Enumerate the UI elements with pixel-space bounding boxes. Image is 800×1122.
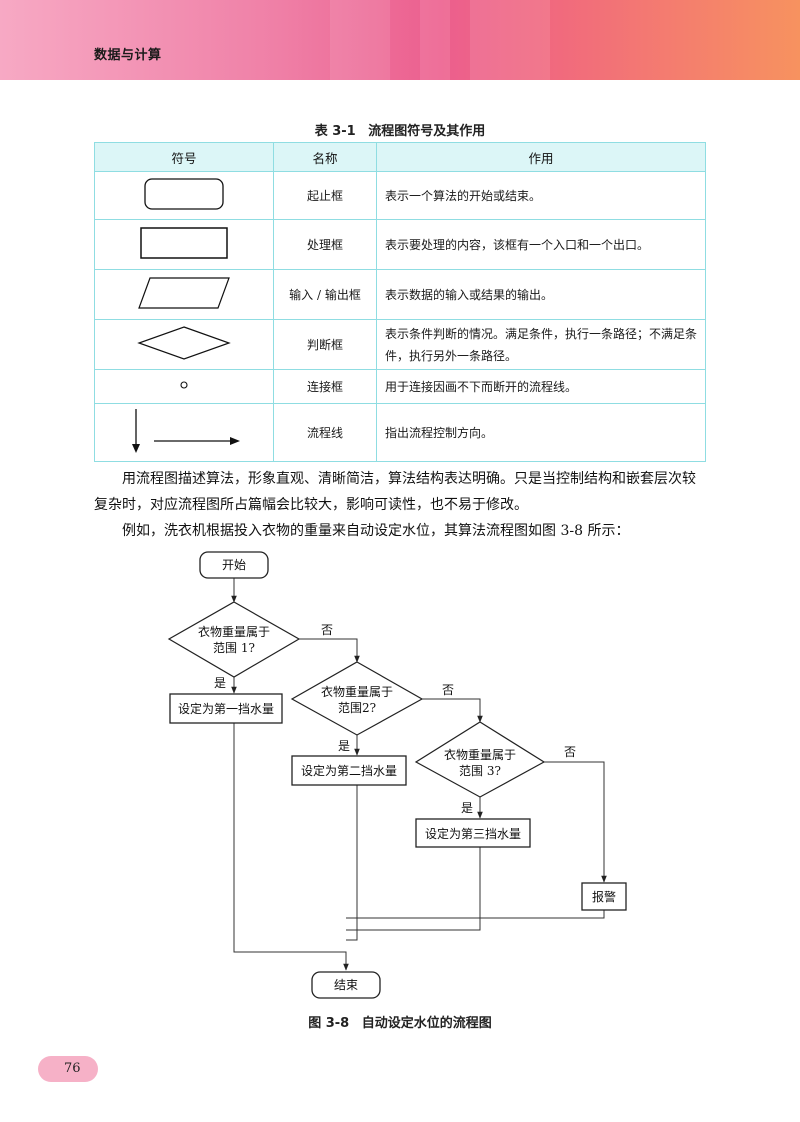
symbol-cell [94, 171, 274, 220]
yes-label: 是 [214, 676, 226, 690]
page-number: 76 [64, 1061, 81, 1076]
symbol-name: 连接框 [273, 369, 377, 404]
flow-lines [231, 578, 607, 971]
banner-decoration [330, 0, 390, 80]
figure-caption: 图 3-8 自动设定水位的流程图 [0, 1012, 800, 1031]
end-terminator: 结束 [311, 971, 381, 999]
symbol-description: 用于连接因画不下而断开的流程线。 [376, 369, 706, 404]
table-row: 起止框 表示一个算法的开始或结束。 [94, 171, 706, 220]
table-row: 判断框 表示条件判断的情况。满足条件，执行一条路径；不满足条件，执行另外一条路径… [94, 319, 706, 370]
table-caption-number: 表 3-1 [314, 124, 356, 139]
body-text: 用流程图描述算法，形象直观、清晰简洁，算法结构表达明确。只是当控制结构和嵌套层次… [94, 466, 706, 544]
paragraph: 用流程图描述算法，形象直观、清晰简洁，算法结构表达明确。只是当控制结构和嵌套层次… [94, 471, 696, 513]
symbol-description: 指出流程控制方向。 [376, 403, 706, 462]
decision-range-1: 衣物重量属于 范围 1? [167, 601, 301, 678]
decision-symbol [137, 325, 231, 360]
table-row: 输入 / 输出框 表示数据的输入或结果的输出。 [94, 269, 706, 320]
table-header-row: 符号 名称 作用 [94, 142, 706, 172]
table-caption-text: 流程图符号及其作用 [368, 124, 486, 139]
input-output-symbol [138, 276, 230, 309]
symbol-cell [94, 219, 274, 270]
connector-symbol [180, 380, 188, 389]
svg-text:设定为第三挡水量: 设定为第三挡水量 [425, 826, 521, 841]
svg-text:衣物重量属于: 衣物重量属于 [198, 624, 270, 639]
table-row: 流程线 指出流程控制方向。 [94, 403, 706, 462]
symbol-name: 输入 / 输出框 [273, 269, 377, 320]
flowchart-symbol-table: 符号 名称 作用 起止框 表示一个算法的开始或结束。 处理框 表示要处理的内容，… [94, 142, 706, 462]
figure-caption-number: 图 3-8 [308, 1016, 350, 1031]
figure-caption-text: 自动设定水位的流程图 [361, 1016, 492, 1031]
page-number-badge: 76 [38, 1056, 98, 1082]
column-header-name: 名称 [273, 142, 377, 172]
symbol-description: 表示数据的输入或结果的输出。 [376, 269, 706, 320]
washing-machine-flowchart: 开始 衣物重量属于 范围 1? 否 是 设定为第一挡水量 衣物重量属于 范围2?… [167, 551, 627, 999]
start-terminator: 开始 [199, 551, 269, 579]
table-row: 处理框 表示要处理的内容，该框有一个入口和一个出口。 [94, 219, 706, 270]
yes-label: 是 [338, 739, 350, 753]
process-level-1: 设定为第一挡水量 [169, 693, 283, 724]
symbol-name: 起止框 [273, 171, 377, 220]
svg-text:结束: 结束 [334, 978, 358, 992]
paragraph: 例如，洗衣机根据投入衣物的重量来自动设定水位，其算法流程图如图 3-8 所示： [122, 523, 630, 539]
symbol-description: 表示条件判断的情况。满足条件，执行一条路径；不满足条件，执行另外一条路径。 [376, 319, 706, 370]
svg-text:设定为第二挡水量: 设定为第二挡水量 [301, 763, 397, 778]
svg-text:开始: 开始 [222, 558, 246, 572]
svg-text:设定为第一挡水量: 设定为第一挡水量 [178, 701, 274, 716]
column-header-symbol: 符号 [94, 142, 274, 172]
symbol-name: 处理框 [273, 219, 377, 270]
yes-label: 是 [461, 801, 473, 815]
banner-decoration [470, 0, 550, 80]
decision-range-2: 衣物重量属于 范围2? [290, 661, 424, 736]
svg-text:范围 1?: 范围 1? [213, 641, 255, 655]
symbol-name: 判断框 [273, 319, 377, 370]
symbol-cell [94, 269, 274, 320]
no-label: 否 [442, 683, 454, 697]
symbol-cell [94, 319, 274, 370]
header-banner: 数据与计算 [0, 0, 800, 80]
symbol-cell [94, 369, 274, 404]
table-row: 连接框 用于连接因画不下而断开的流程线。 [94, 369, 706, 404]
symbol-description: 表示一个算法的开始或结束。 [376, 171, 706, 220]
banner-decoration [420, 0, 450, 80]
symbol-cell [94, 403, 274, 462]
symbol-description: 表示要处理的内容，该框有一个入口和一个出口。 [376, 219, 706, 270]
alarm-process: 报警 [581, 882, 627, 911]
no-label: 否 [321, 623, 333, 637]
symbol-name: 流程线 [273, 403, 377, 462]
terminator-symbol [144, 177, 224, 210]
svg-text:范围 3?: 范围 3? [459, 764, 501, 778]
table-caption: 表 3-1 流程图符号及其作用 [0, 120, 800, 139]
svg-text:范围2?: 范围2? [338, 701, 376, 715]
svg-text:衣物重量属于: 衣物重量属于 [444, 747, 516, 762]
process-symbol [140, 226, 228, 259]
flowline-symbol [132, 408, 240, 453]
process-level-3: 设定为第三挡水量 [415, 818, 531, 848]
chapter-title: 数据与计算 [94, 48, 162, 63]
column-header-function: 作用 [376, 142, 706, 172]
svg-text:衣物重量属于: 衣物重量属于 [321, 684, 393, 699]
no-label: 否 [564, 745, 576, 759]
svg-text:报警: 报警 [592, 889, 616, 904]
decision-range-3: 衣物重量属于 范围 3? [414, 721, 546, 798]
process-level-2: 设定为第二挡水量 [291, 755, 407, 786]
